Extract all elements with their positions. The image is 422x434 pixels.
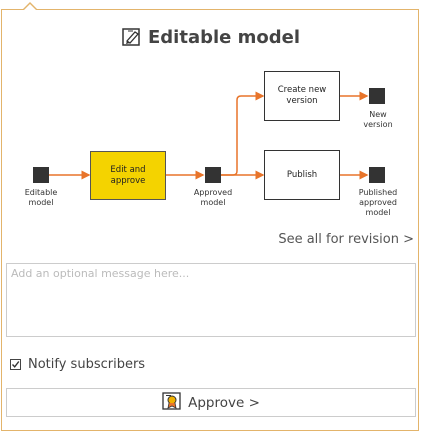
approve-button[interactable]: Approve > (6, 388, 416, 417)
see-all-revision-link[interactable]: See all for revision > (278, 232, 414, 247)
node-editable-model (33, 167, 49, 183)
notify-subscribers-row[interactable]: Notify subscribers (10, 357, 145, 372)
approve-button-label: Approve > (188, 394, 260, 411)
arrow-approved-to-create (221, 91, 265, 176)
dialog-title-text: Editable model (147, 27, 300, 48)
popover-notch-fill (23, 4, 37, 11)
notify-checkbox[interactable] (10, 359, 21, 370)
approval-panel (1, 9, 419, 431)
node-approved-model-label: Approved model (193, 188, 233, 207)
approve-document-icon (162, 391, 182, 414)
notify-label: Notify subscribers (28, 357, 146, 372)
message-input[interactable] (6, 263, 416, 337)
node-new-version (369, 88, 385, 104)
step-edit-and-approve[interactable]: Edit and approve (90, 151, 166, 200)
node-published-model (369, 167, 385, 183)
step-publish[interactable]: Publish (264, 150, 340, 200)
workflow-diagram (49, 91, 369, 180)
checkmark-icon (11, 361, 20, 368)
node-new-version-label: New version (363, 110, 393, 129)
node-editable-model-label: Editable model (24, 188, 58, 207)
edit-document-icon (122, 28, 142, 51)
dialog-title: Editable model (0, 27, 422, 51)
step-create-new-version[interactable]: Create new version (264, 71, 340, 121)
node-published-model-label: Published approved model (358, 188, 398, 217)
node-approved-model (205, 167, 221, 183)
